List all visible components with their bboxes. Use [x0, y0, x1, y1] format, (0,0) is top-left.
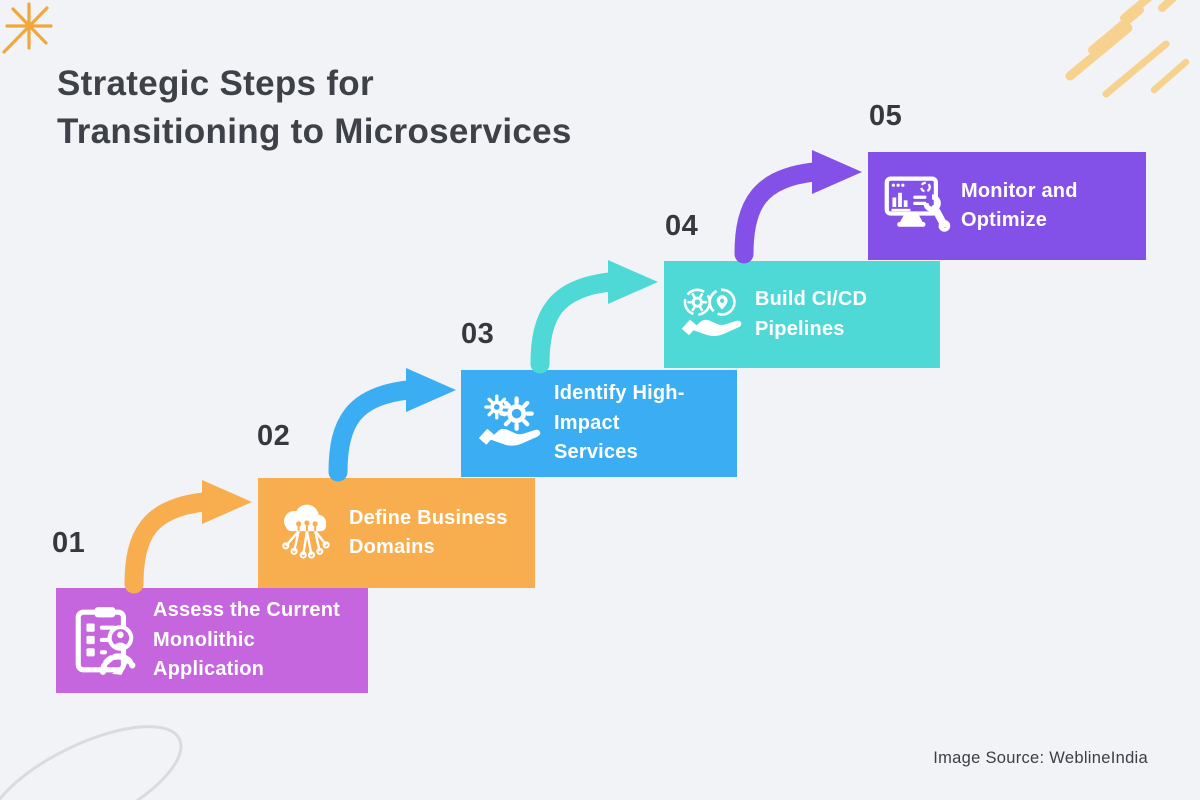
step-3-label: Identify High- Impact Services	[554, 382, 685, 464]
brush-strokes-icon	[1065, 0, 1190, 98]
step-2-label: Define Business Domains	[349, 506, 508, 559]
page-title: Strategic Steps for Transitioning to Mic…	[57, 64, 572, 151]
monitor-wrench-icon	[884, 176, 951, 232]
cloud-network-icon	[282, 504, 330, 559]
starburst-icon	[2, 2, 53, 54]
step-1-box: Assess the Current Monolithic Applicatio…	[56, 588, 368, 693]
image-source-credit: Image Source: WeblineIndia	[933, 749, 1148, 767]
step-1-number: 01	[52, 527, 86, 559]
curved-arrow-1-icon	[124, 480, 252, 594]
hand-gears-icon	[478, 393, 541, 446]
step-5-label: Monitor and Optimize	[961, 179, 1078, 232]
curved-arrow-2-icon	[328, 368, 456, 482]
curved-arrow-4-icon	[734, 150, 862, 264]
step-4-box: Build CI/CD Pipelines	[664, 261, 940, 368]
step-5-box: Monitor and Optimize	[868, 152, 1146, 260]
curved-arrow-3-icon	[530, 260, 658, 374]
assessment-clipboard-icon	[75, 606, 136, 675]
step-5-number: 05	[869, 100, 903, 132]
step-2-box: Define Business Domains	[258, 478, 535, 588]
hand-badges-icon	[681, 288, 742, 336]
step-4-number: 04	[665, 210, 699, 242]
step-3-number: 03	[461, 318, 495, 350]
loop-curve-icon	[0, 725, 183, 800]
step-1-label: Assess the Current Monolithic Applicatio…	[153, 599, 340, 681]
step-4-label: Build CI/CD Pipelines	[755, 288, 868, 340]
step-3-box: Identify High- Impact Services	[461, 370, 737, 477]
step-2-number: 02	[257, 420, 291, 452]
